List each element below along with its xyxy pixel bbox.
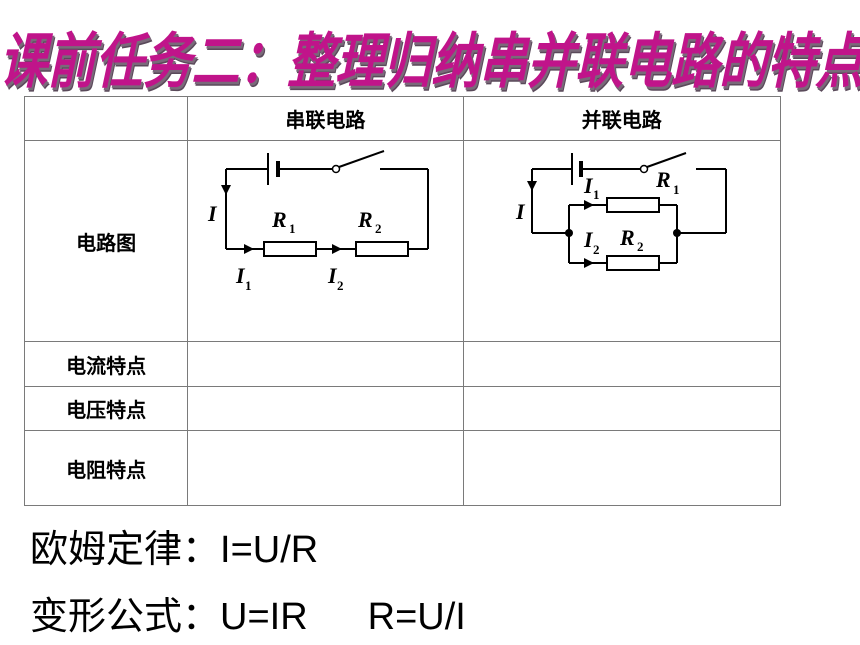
series-diagram-cell: I R 1 R 2 I 1 I 2 [187, 140, 464, 342]
variant-formula-2: R=U/I [367, 596, 466, 638]
table-row-resistance: 电阻特点 [23, 430, 782, 506]
series-resistance-cell[interactable] [187, 430, 464, 506]
parallel-label-I2: I [583, 227, 594, 252]
parallel-resistance-cell[interactable] [462, 430, 782, 506]
parallel-label-R1: R [655, 167, 671, 192]
variant-formula-line: 变形公式：U=IR R=U/I [30, 585, 466, 640]
ohm-law-expression: I=U/R [220, 529, 319, 571]
parallel-label-I1-sub: 1 [593, 187, 600, 202]
table-row-voltage: 电压特点 [23, 386, 782, 431]
comparison-table: 串联电路 并联电路 电路图 [23, 96, 782, 506]
parallel-label-I2-sub: 2 [593, 242, 600, 257]
parallel-label-I: I [515, 199, 526, 224]
parallel-label-R2-sub: 2 [637, 239, 644, 254]
header-cell-empty [23, 96, 189, 141]
parallel-label-R2: R [619, 225, 635, 250]
header-cell-series: 串联电路 [187, 96, 464, 141]
series-circuit-diagram: I R 1 R 2 I 1 I 2 [207, 150, 430, 293]
variant-formula-label: 变形公式： [30, 594, 221, 638]
parallel-current-cell[interactable] [462, 341, 782, 387]
series-label-R1: R [271, 207, 287, 232]
row-label-diagram: 电路图 [23, 140, 189, 342]
table-row-current: 电流特点 [23, 341, 782, 387]
series-label-I2: I [327, 263, 338, 288]
series-label-I2-sub: 2 [337, 278, 344, 293]
series-label-R2-sub: 2 [375, 221, 382, 236]
series-label-I1: I [235, 263, 246, 288]
series-voltage-cell[interactable] [187, 386, 464, 431]
ohm-law-label: 欧姆定律： [30, 527, 221, 571]
parallel-label-R1-sub: 1 [673, 182, 680, 197]
variant-formula-1: U=IR [220, 596, 308, 638]
row-label-current: 电流特点 [23, 341, 189, 387]
parallel-label-I1: I [583, 173, 594, 198]
row-label-voltage: 电压特点 [23, 386, 189, 431]
series-label-I1-sub: 1 [245, 278, 252, 293]
row-label-resistance: 电阻特点 [23, 430, 189, 506]
parallel-circuit-diagram: I I 1 R 1 I 2 R 2 [515, 152, 727, 271]
table-header-row: 串联电路 并联电路 [23, 96, 782, 141]
series-label-I: I [207, 201, 218, 226]
series-label-R1-sub: 1 [289, 221, 296, 236]
parallel-diagram-cell: I I 1 R 1 I 2 R 2 [462, 140, 782, 342]
table-row-diagram: 电路图 [23, 140, 782, 342]
series-label-R2: R [357, 207, 373, 232]
header-cell-parallel: 并联电路 [462, 96, 782, 141]
ohm-law-line: 欧姆定律：I=U/R [30, 518, 318, 573]
parallel-voltage-cell[interactable] [462, 386, 782, 431]
series-current-cell[interactable] [187, 341, 464, 387]
